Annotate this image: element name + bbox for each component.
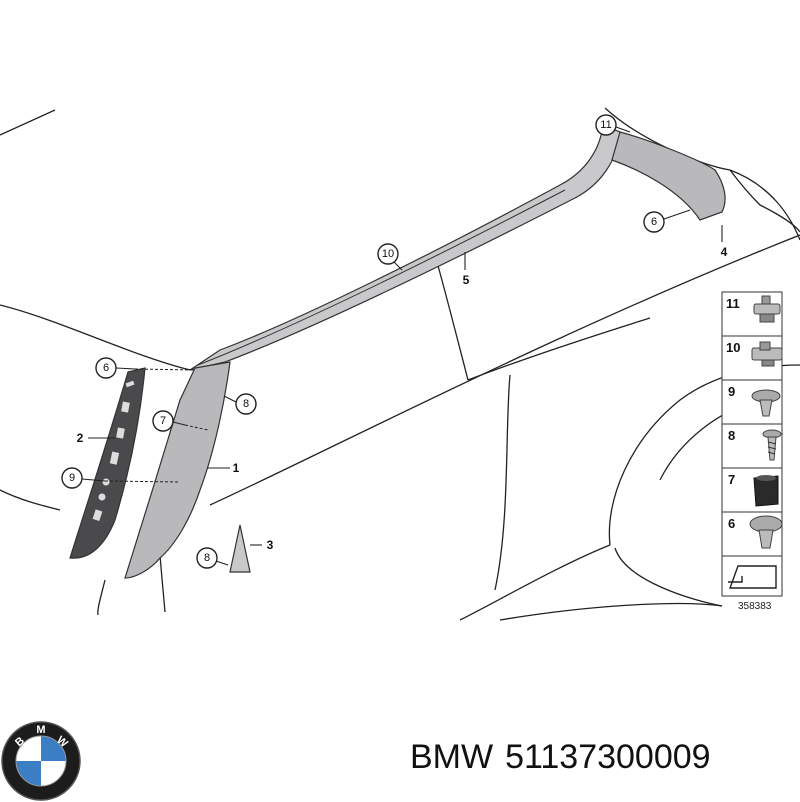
roof-trim-strip <box>189 124 621 371</box>
callout-10: 10 <box>377 243 403 271</box>
svg-text:9: 9 <box>728 384 735 399</box>
svg-text:6: 6 <box>728 516 735 531</box>
svg-text:6: 6 <box>103 362 109 374</box>
svg-text:11: 11 <box>726 296 740 311</box>
expanding-rivet-icon <box>749 515 783 549</box>
callout-5: 5 <box>463 252 470 287</box>
car-body-outline <box>0 107 800 621</box>
svg-text:11: 11 <box>600 119 611 131</box>
svg-text:7: 7 <box>160 415 166 427</box>
svg-text:358383: 358383 <box>738 601 772 612</box>
svg-text:3: 3 <box>267 538 274 552</box>
callout-3: 3 <box>250 538 274 552</box>
brand-name: BMW <box>410 738 494 776</box>
arrow-icon <box>728 565 777 589</box>
callout-9: 9 <box>61 467 181 489</box>
callout-6-top: 6 <box>643 209 691 233</box>
expanding-rivet-icon <box>751 389 781 417</box>
svg-text:M: M <box>36 724 45 736</box>
clip-11-icon <box>753 295 781 323</box>
nut-icon <box>753 475 779 507</box>
svg-text:7: 7 <box>728 472 735 487</box>
svg-text:4: 4 <box>721 245 728 259</box>
svg-text:1: 1 <box>233 461 240 475</box>
clip-10-icon <box>751 341 783 367</box>
svg-text:6: 6 <box>651 216 657 228</box>
svg-text:8: 8 <box>243 398 249 410</box>
part-number: 51137300009 <box>505 738 711 776</box>
callout-4: 4 <box>721 225 728 259</box>
brand-part-label: BMW 51137300009 <box>410 738 723 777</box>
callout-6-left: 6 <box>95 357 196 379</box>
svg-text:8: 8 <box>204 552 210 564</box>
svg-text:2: 2 <box>77 431 84 445</box>
seal-strip <box>69 367 146 559</box>
callout-8-upper: 8 <box>223 393 257 415</box>
a-pillar-trim <box>124 361 231 579</box>
fastener-legend: 11 10 9 8 7 6 <box>721 291 783 612</box>
screw-icon <box>762 429 782 461</box>
callout-8-lower: 8 <box>196 547 229 569</box>
svg-text:9: 9 <box>69 472 75 484</box>
rear-pillar-trim <box>611 131 726 221</box>
small-corner-trim <box>229 524 251 573</box>
svg-text:8: 8 <box>728 428 735 443</box>
callout-7: 7 <box>152 410 209 432</box>
callout-11: 11 <box>595 114 631 136</box>
svg-text:10: 10 <box>726 340 740 355</box>
callout-1: 1 <box>207 461 240 475</box>
svg-text:10: 10 <box>382 248 394 260</box>
callout-2: 2 <box>77 431 115 445</box>
svg-text:5: 5 <box>463 273 470 287</box>
bmw-logo: B M W <box>1 721 81 801</box>
